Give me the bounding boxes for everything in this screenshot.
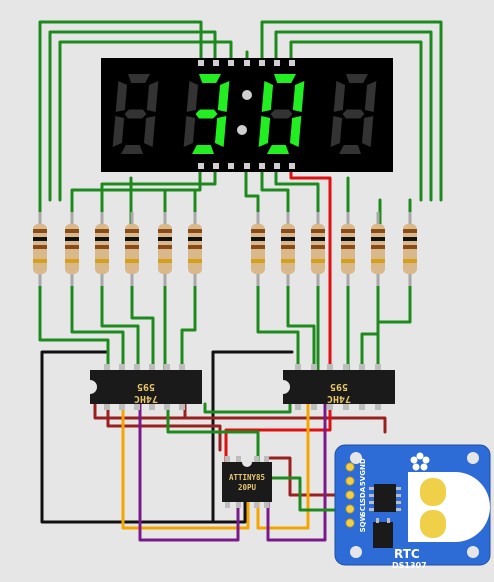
resistor-bank [33, 212, 417, 286]
digit-2-segment-d [192, 145, 214, 154]
seven-segment-display [101, 58, 393, 172]
digit-2-segment-e [183, 116, 196, 147]
ds1307-chip [374, 484, 396, 512]
digit-3-segment-d [267, 145, 289, 154]
shift-register-right: 595 74HC [283, 364, 395, 410]
rtc-pin-label-scl: SCL [359, 501, 367, 516]
digit-4 [330, 74, 377, 154]
digit-3-segment-c [289, 116, 302, 147]
digit-4-segment-c [361, 116, 374, 147]
resistor-8 [281, 212, 295, 286]
orange-wires [121, 402, 310, 530]
digit-2-segment-a [199, 74, 221, 83]
resistor-9 [311, 212, 325, 286]
digit-1-segment-g [124, 109, 147, 119]
resistor-3 [95, 212, 109, 286]
crystal-oscillator [373, 522, 393, 548]
resistor-1 [33, 212, 47, 286]
rtc-pin-label-sda: SDA [359, 486, 367, 503]
digit-1-segment-e [112, 116, 125, 147]
adafruit-flower-icon [410, 452, 430, 471]
rtc-pin-5v [345, 476, 355, 486]
digit-4-segment-f [333, 81, 346, 112]
resistor-6 [188, 212, 202, 286]
ground-wires [40, 350, 294, 524]
display-top-pins [198, 60, 295, 66]
resistor-10 [341, 212, 355, 286]
digit-3 [258, 74, 305, 154]
rtc-pin-label-sqw: SQW [359, 513, 367, 532]
rtc-pin-label-gnd: GND [359, 458, 367, 476]
rtc-part-number: DS1307 [392, 561, 427, 570]
digit-1-segment-d [121, 145, 143, 154]
digit-4-segment-a [346, 74, 368, 83]
digit-3-segment-a [274, 74, 296, 83]
rtc-pin-gnd [345, 462, 355, 472]
rtc-label: RTC [394, 547, 420, 561]
battery-plus-sign: + [409, 507, 417, 518]
display-digits [112, 74, 377, 154]
resistor-12 [403, 212, 417, 286]
shift-register-right-label-line2: 595 [330, 381, 348, 392]
rtc-pin-scl [345, 504, 355, 514]
digit-2-segment-f [186, 81, 199, 112]
resistor-11 [371, 212, 385, 286]
attiny-label-line1: ATTINY85 [229, 473, 265, 482]
digit-4-segment-b [364, 81, 377, 112]
digit-3-segment-b [292, 81, 305, 112]
digit-2-segment-c [214, 116, 227, 147]
digit-4-segment-g [342, 109, 365, 119]
digit-3-segment-f [261, 81, 274, 112]
attiny-label-line2: 20PU [238, 483, 257, 492]
purple-wires [138, 402, 327, 542]
digit-4-segment-d [339, 145, 361, 154]
red-wire [224, 166, 332, 464]
digit-2-segment-g [195, 109, 218, 119]
digit-1-segment-b [146, 81, 159, 112]
digit-2 [183, 74, 230, 154]
resistor-7 [251, 212, 265, 286]
shift-register-right-label-line1: 74HC [327, 393, 351, 404]
rtc-pin-label-5v: 5V [359, 475, 367, 486]
colon-dot-bottom [237, 125, 247, 135]
resistor-4 [125, 212, 139, 286]
digit-3-segment-g [270, 109, 293, 119]
digit-1 [112, 74, 159, 154]
resistor-5 [158, 212, 172, 286]
digit-2-segment-b [217, 81, 230, 112]
rtc-pin-sda [345, 490, 355, 500]
digit-1-segment-c [143, 116, 156, 147]
shift-register-left-label-line2: 595 [137, 381, 155, 392]
shift-register-left-label-line1: 74HC [134, 393, 158, 404]
attiny-microcontroller: ATTINY85 20PU [222, 456, 272, 508]
colon-dot-top [242, 90, 252, 100]
digit-3-segment-e [258, 116, 271, 147]
rtc-pin-sqw [345, 518, 355, 528]
digit-1-segment-a [128, 74, 150, 83]
digit-1-segment-f [115, 81, 128, 112]
battery-holder [408, 472, 490, 542]
resistor-2 [65, 212, 79, 286]
digit-4-segment-e [330, 116, 343, 147]
shift-register-left: 595 74HC [90, 364, 202, 410]
display-bottom-pins [198, 163, 295, 169]
